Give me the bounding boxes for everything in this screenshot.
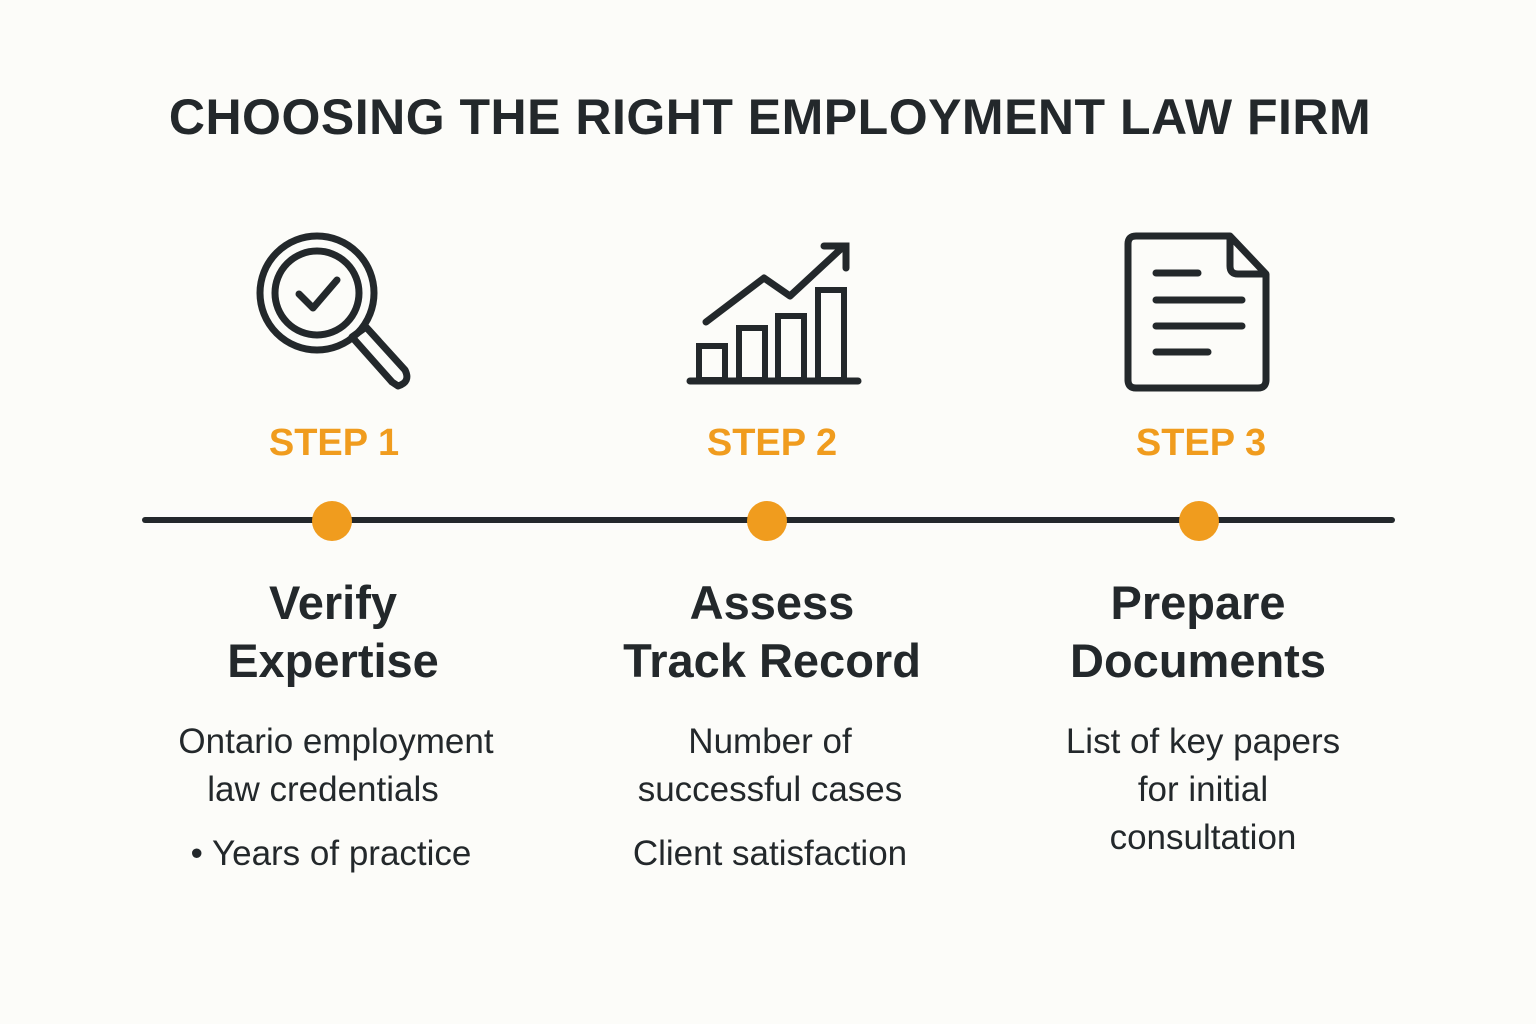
document-icon bbox=[1124, 232, 1270, 392]
step-3-desc-line3: consultation bbox=[1109, 818, 1297, 857]
step-1-label: STEP 1 bbox=[268, 422, 400, 464]
step-2-desc-line3: Client satisfaction bbox=[632, 834, 908, 873]
step-2-heading: Assess Track Record bbox=[512, 574, 1032, 690]
step-2-label: STEP 2 bbox=[706, 422, 838, 464]
step-3-desc-line1: List of key papers bbox=[1065, 722, 1341, 761]
timeline-dot-1 bbox=[312, 501, 352, 541]
step-3-description: List of key papers for initial consultat… bbox=[943, 718, 1463, 862]
step-2-desc-line1: Number of bbox=[688, 722, 852, 761]
step-2-heading-line1: Assess bbox=[689, 576, 855, 629]
step-1-heading: Verify Expertise bbox=[73, 574, 593, 690]
step-1-description: Ontario employment law credentials Years… bbox=[76, 718, 596, 878]
step-3-desc-line2: for initial bbox=[1137, 770, 1269, 809]
step-3-heading-line2: Documents bbox=[1070, 634, 1326, 687]
step-1-heading-line1: Verify bbox=[268, 576, 398, 629]
step-3-label: STEP 3 bbox=[1135, 422, 1267, 464]
step-1-heading-line2: Expertise bbox=[227, 634, 439, 687]
step-2-desc-line2: successful cases bbox=[637, 770, 903, 809]
bar-chart-growth-icon bbox=[686, 242, 862, 385]
step-2-heading-line2: Track Record bbox=[623, 634, 921, 687]
step-1-desc-line2: law credentials bbox=[207, 770, 439, 809]
step-1-desc-line1: Ontario employment bbox=[178, 722, 494, 761]
step-3-heading: Prepare Documents bbox=[938, 574, 1458, 690]
step-1-desc-bullet: Years of practice bbox=[66, 830, 596, 878]
step-2-description: Number of successful cases Client satisf… bbox=[510, 718, 1030, 878]
step-3-heading-line1: Prepare bbox=[1110, 576, 1286, 629]
timeline-dot-3 bbox=[1179, 501, 1219, 541]
timeline-dot-2 bbox=[747, 501, 787, 541]
page-title: CHOOSING THE RIGHT EMPLOYMENT LAW FIRM bbox=[168, 89, 1372, 145]
magnifier-check-icon bbox=[256, 232, 411, 390]
